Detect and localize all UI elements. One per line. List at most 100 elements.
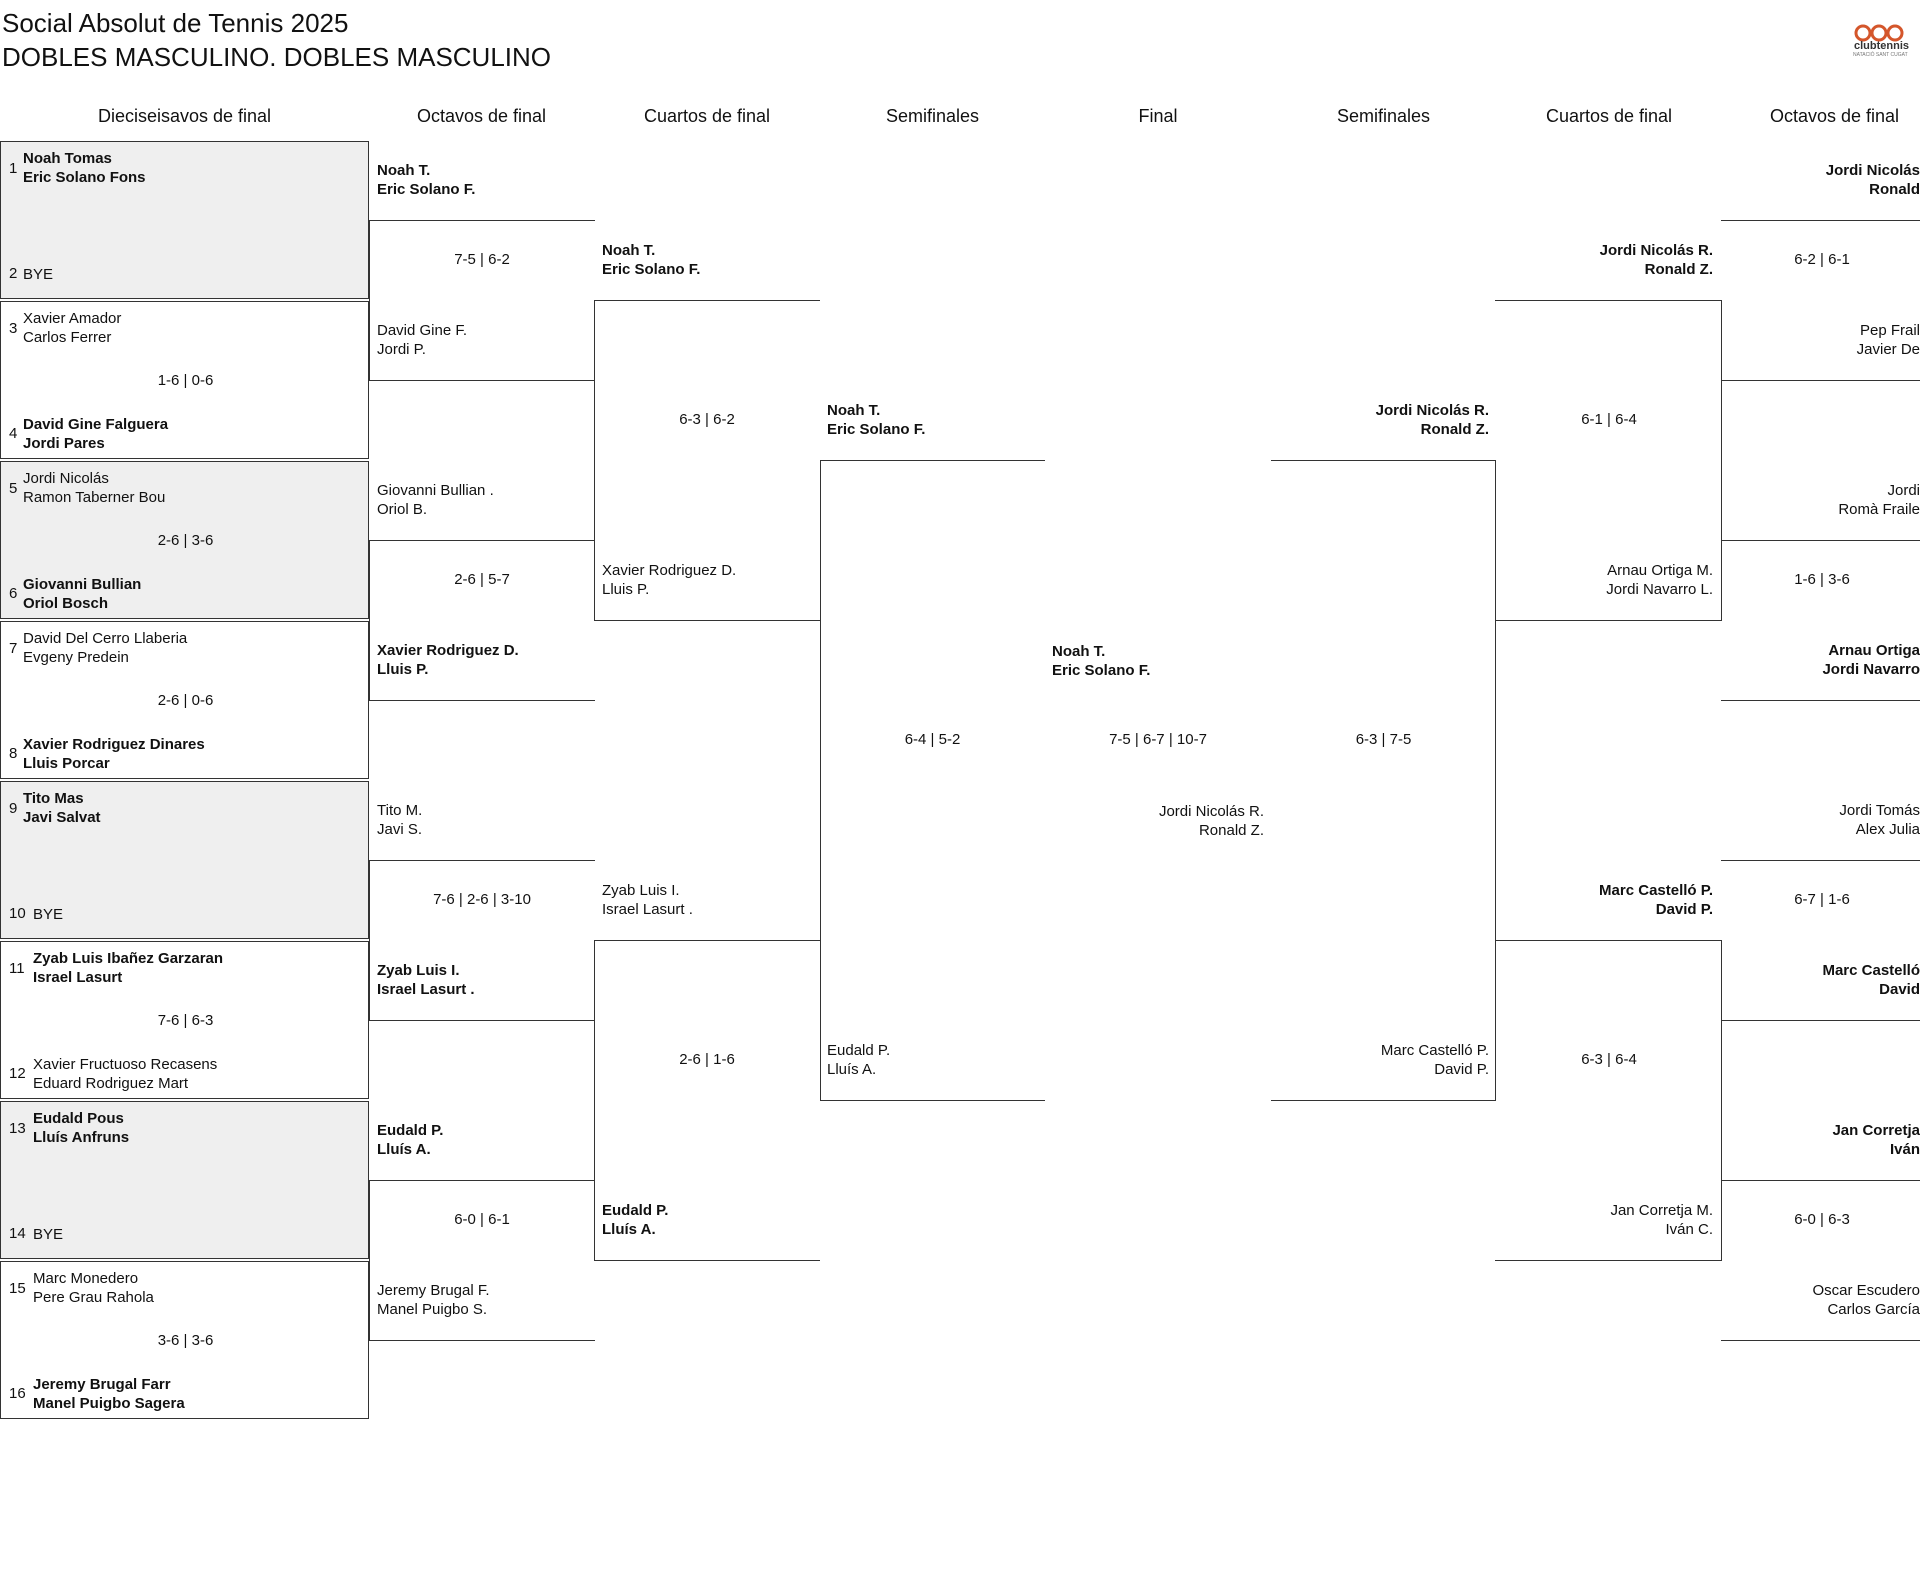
match-score: 2-6 | 0-6: [157, 692, 214, 709]
tennis-rings-icon: [1854, 24, 1904, 42]
r16-left-pair: Eudald P.Lluís A.: [377, 1122, 444, 1158]
sf-right-pair: Marc Castelló P.David P.: [1380, 1042, 1489, 1078]
r16-left-pair: Noah T.Eric Solano F.: [377, 162, 476, 198]
qf-left-pair: Xavier Rodriguez D.Lluis P.: [602, 562, 737, 598]
round-header-r16-right: Octavos de final: [1769, 106, 1900, 126]
qf-right-score: 6-1 | 6-4: [1581, 411, 1637, 428]
logo-subtext: NATACIÓ SANT CUGAT: [1853, 52, 1908, 58]
bracket-line: [369, 860, 595, 1021]
seed-number: 2: [9, 265, 18, 282]
r16-right-score: 1-6 | 3-6: [1794, 571, 1850, 588]
bracket-line: [369, 1180, 595, 1341]
r16-left-score: 6-0 | 6-1: [454, 1211, 510, 1228]
round-header-r16-left: Octavos de final: [416, 106, 547, 126]
bracket-line: [1721, 220, 1920, 381]
qf-left-pair: Noah T.Eric Solano F.: [602, 242, 701, 278]
seed-number: 3: [9, 320, 18, 337]
seed-number: 9: [9, 800, 18, 817]
seed-number: 16: [9, 1385, 26, 1402]
bracket-line: [1721, 860, 1920, 1021]
seed-number: 12: [9, 1065, 26, 1082]
seed-number: 7: [9, 640, 18, 657]
seed-number: 14: [9, 1225, 26, 1242]
r16-left-score: 2-6 | 5-7: [454, 571, 510, 588]
round-header-r32: Dieciseisavos de final: [97, 106, 272, 126]
round-header-qf-right: Cuartos de final: [1545, 106, 1673, 126]
qf-left-pair: Zyab Luis I.Israel Lasurt .: [602, 882, 693, 918]
seed-number: 6: [9, 585, 18, 602]
logo-text: clubtennis: [1854, 40, 1910, 52]
round-header-final: Final: [1138, 106, 1178, 126]
seed-number: 13: [9, 1120, 26, 1137]
r16-left-pair: Jeremy Brugal F.Manel Puigbo S.: [377, 1282, 490, 1318]
final-score: 7-5 | 6-7 | 10-7: [1109, 731, 1207, 748]
bracket-line: [820, 460, 1045, 1101]
bracket-line: [594, 300, 820, 621]
draw-subtitle: DOBLES MASCULINO. DOBLES MASCULINO: [2, 42, 552, 72]
match-score: 1-6 | 0-6: [157, 372, 214, 389]
seed-number: 4: [9, 425, 18, 442]
bracket-line: [1271, 460, 1496, 1101]
final-left-pair: Noah T.Eric Solano F.: [1052, 643, 1151, 679]
match-score: 2-6 | 3-6: [157, 532, 214, 549]
seed-number: 8: [9, 745, 18, 762]
r16-left-pair: Tito M.Javi S.: [377, 802, 423, 838]
sf-left-pair: Eudald P.Lluís A.: [827, 1042, 891, 1078]
bracket-line: [594, 940, 820, 1261]
tournament-title: Social Absolut de Tennis 2025: [2, 8, 349, 38]
qf-left-score: 6-3 | 6-2: [679, 411, 735, 428]
bracket-line: [1495, 940, 1722, 1261]
seed-number: 15: [9, 1280, 26, 1297]
seed-number: 10: [9, 905, 26, 922]
r16-left-score: 7-5 | 6-2: [454, 251, 510, 268]
round-header-qf-left: Cuartos de final: [643, 106, 771, 126]
r16-left-pair: David Gine F.Jordi P.: [377, 322, 468, 358]
r16-right-score: 6-7 | 1-6: [1794, 891, 1850, 908]
round-header-sf-left: Semifinales: [885, 106, 980, 126]
round-header-sf-right: Semifinales: [1336, 106, 1431, 126]
qf-left-pair: Eudald P.Lluís A.: [602, 1202, 669, 1238]
bracket-line: [1495, 300, 1722, 621]
r16-left-pair: Xavier Rodriguez D.Lluis P.: [377, 642, 519, 678]
seed-number: 1: [9, 160, 18, 177]
sf-left-pair: Noah T.Eric Solano F.: [827, 402, 926, 438]
team-names: BYE: [33, 1226, 64, 1243]
r16-right-score: 6-2 | 6-1: [1794, 251, 1850, 268]
sf-right-pair: Jordi Nicolás R.Ronald Z.: [1375, 402, 1489, 438]
bracket-line: [369, 220, 595, 381]
qf-right-pair: Marc Castelló P.David P.: [1599, 882, 1713, 918]
bracket-line: [1721, 1180, 1920, 1341]
qf-right-score: 6-3 | 6-4: [1581, 1051, 1637, 1068]
r16-right-score: 6-0 | 6-3: [1794, 1211, 1850, 1228]
match-score: 7-6 | 6-3: [157, 1012, 214, 1029]
qf-right-pair: Arnau Ortiga M.Jordi Navarro L.: [1606, 562, 1713, 598]
sf-right-score: 6-3 | 7-5: [1355, 731, 1412, 748]
sf-left-score: 6-4 | 5-2: [904, 731, 961, 748]
bracket-line: [369, 540, 595, 701]
